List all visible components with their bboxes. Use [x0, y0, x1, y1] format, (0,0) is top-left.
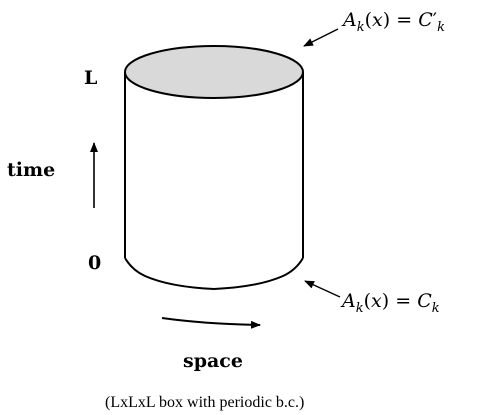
- time-axis-label: time: [7, 159, 55, 181]
- bottom-boundary-pointer: [304, 280, 341, 298]
- time-bottom-label: 0: [88, 252, 101, 274]
- top-boundary-pointer: [303, 28, 339, 47]
- caption: (LxLxL box with periodic b.c.): [105, 394, 304, 411]
- space-axis-label: space: [183, 350, 243, 372]
- cylinder: [124, 45, 304, 291]
- space-arrow: [161, 317, 261, 329]
- cylinder-top-face: [124, 45, 304, 99]
- time-top-label: L: [84, 67, 97, 89]
- bottom-boundary-label: Ak(x) = Ck: [340, 290, 440, 316]
- cylinder-bottom-edge: [124, 257, 304, 291]
- top-boundary-label: Ak(x) = C′k: [341, 9, 445, 35]
